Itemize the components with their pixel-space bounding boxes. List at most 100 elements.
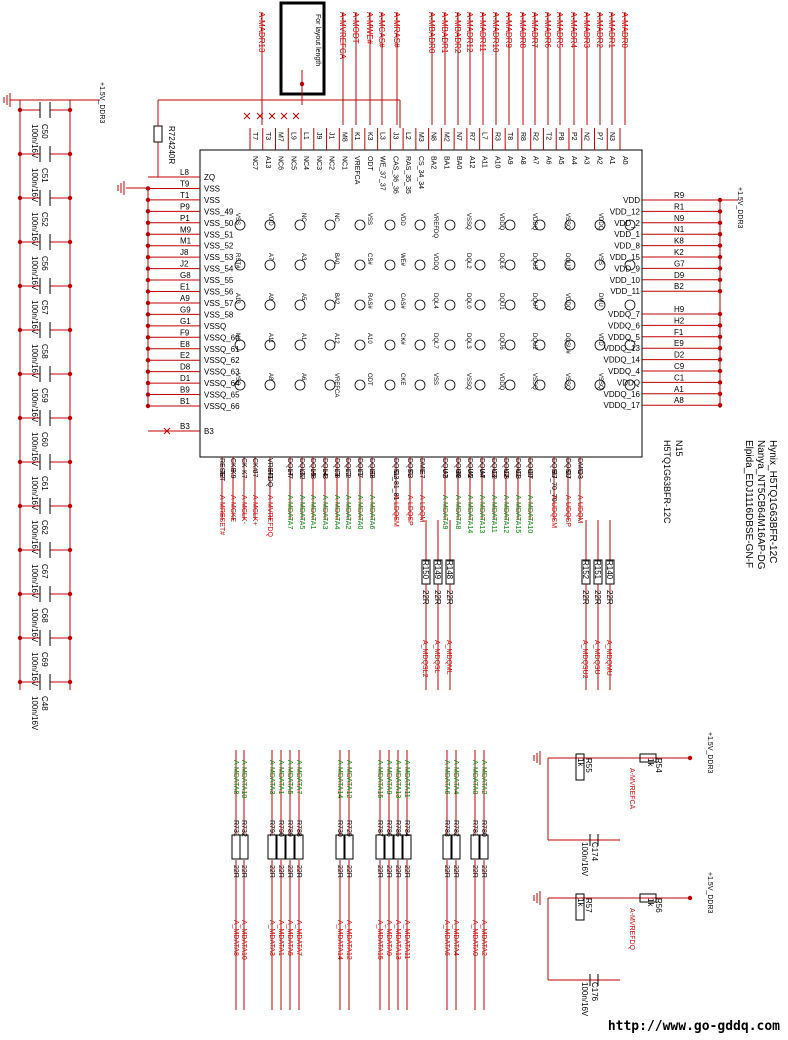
vref-net: A-MVREFDQ <box>628 908 635 951</box>
ball-name: A9 <box>267 293 273 301</box>
top-pin-number: M7 <box>277 132 284 142</box>
ball-name: VSSQ <box>531 373 537 390</box>
top-net-label: A-MADR8 <box>518 12 527 49</box>
chip-designator: N15 <box>674 440 684 457</box>
bottom-net-label: A-MDATA13 <box>478 495 485 533</box>
left-pin-name: VSSQ_64 <box>204 379 240 388</box>
right-pin-name: VDD_2 <box>614 219 640 228</box>
no-connect-mark <box>163 427 171 435</box>
top-pin-number: T7 <box>251 132 258 140</box>
ball-pad <box>354 259 366 271</box>
res-val: 22R <box>452 865 459 878</box>
cap-ref: C69 <box>40 652 49 667</box>
res-out-net: A_MDATA12 <box>345 920 352 960</box>
top-pin-name: BA1 <box>442 156 449 169</box>
ball-name: VDDQ <box>432 253 438 271</box>
resistor <box>344 834 354 860</box>
bottom-net-label: A-MDATA3 <box>321 495 328 529</box>
top-pin-number: L3 <box>379 132 386 140</box>
bottom-pin-number: H1 <box>266 470 273 479</box>
top-pin-name: A11 <box>481 156 488 168</box>
bottom-pin-number: E3 <box>368 470 375 479</box>
left-pin-name: VSSQ_63 <box>204 368 240 377</box>
resistor <box>153 125 163 143</box>
left-pin-number: L8 <box>180 168 189 177</box>
ball-name: A1 <box>300 333 306 341</box>
ball-pad <box>294 339 306 351</box>
bottom-pin-name: DQL4 <box>321 458 328 476</box>
left-pin-number: D8 <box>180 363 191 372</box>
left-pin-number: J2 <box>180 260 189 269</box>
ball-name: VSS <box>366 213 372 225</box>
ball-pad <box>594 219 606 231</box>
left-pin-name: VSS_58 <box>204 310 234 319</box>
res-in-net: A-MDATA2 <box>480 760 487 794</box>
ball-name: VSSQ <box>597 373 603 390</box>
cap-ref: C56 <box>40 256 49 271</box>
bottom-pin-number: F7 <box>356 470 363 478</box>
res-val: 22R <box>421 590 430 605</box>
top-pin-name: A5 <box>557 156 564 165</box>
top-pin-number: R7 <box>468 132 475 141</box>
bottom-pin-name: DQU2 <box>502 458 509 478</box>
top-pin-name: A8 <box>519 156 526 165</box>
cap-val: 100n/16V <box>30 212 39 247</box>
top-pin-name: CAS_36_36 <box>391 156 398 194</box>
cap-val: 100n/16V <box>30 476 39 511</box>
bottom-pin-name: DQU3 <box>490 458 497 478</box>
res-val: 22R <box>268 865 275 878</box>
resistor <box>285 834 295 860</box>
ball-pad <box>294 219 306 231</box>
res-net: A_MDQMU <box>605 640 612 676</box>
top-net-label: A-MBADR1 <box>440 12 449 54</box>
ball-name: DQL4 <box>432 293 438 309</box>
top-pin-number: T2 <box>544 132 551 140</box>
top-net-label: A-MADR4 <box>569 12 578 49</box>
ball-name: A10 <box>366 333 372 344</box>
top-pin-number: R2 <box>532 132 539 141</box>
top-net-label: A-MADR3 <box>582 12 591 49</box>
ball-name: A13 <box>234 293 240 304</box>
bottom-net-label: A-LDQSM <box>392 495 399 527</box>
right-pin-number: A8 <box>674 396 684 405</box>
ball-pad <box>534 299 546 311</box>
ball-name: VSSQ <box>564 373 570 390</box>
right-pin-name: VDDQ_17 <box>604 401 641 410</box>
ball-name: VDD <box>597 333 603 346</box>
res-val: 22R <box>385 865 392 878</box>
bottom-pin-name: DQSL_81_81 <box>392 458 399 501</box>
left-pin-number: G8 <box>180 271 191 280</box>
ball-name: DQU2 <box>531 333 537 350</box>
left-pin-number: P9 <box>180 202 190 211</box>
bottom-pin-number: C3 <box>514 470 521 479</box>
left-pin-name: VSS_53 <box>204 253 234 262</box>
vref-res-val: 1k <box>646 758 655 767</box>
top-net-label: A-MADR9 <box>504 12 513 49</box>
top-pin-name: NC5 <box>289 156 296 170</box>
ball-name: DQU5 <box>531 253 537 270</box>
ball-name: NC <box>333 213 339 222</box>
ball-name: DQU7 <box>531 293 537 310</box>
ball-pad <box>324 379 336 391</box>
left-pin-number: M1 <box>180 237 192 246</box>
top-net-label: A-MCAS# <box>377 12 386 48</box>
ball-name: A12 <box>333 333 339 344</box>
bottom-pin-number: H8 <box>309 470 316 479</box>
bottom-net-label: A-MDATA15 <box>514 495 521 533</box>
ball-pad <box>444 259 456 271</box>
ball-name: A11 <box>267 333 273 344</box>
top-pin-name: A12 <box>468 156 475 169</box>
ball-name: A5 <box>300 293 306 301</box>
bottom-pin-name: DQL3 <box>333 458 340 476</box>
ball-pad <box>384 259 396 271</box>
res-val: 22R <box>345 865 352 878</box>
right-pin-name: VDD_8 <box>614 242 640 251</box>
res-in-net: A-MDATA3 <box>268 760 275 794</box>
ball-pad <box>594 259 606 271</box>
power-label: +1.5V_DDR3 <box>706 872 713 914</box>
left-pin-name: ZQ <box>204 173 215 182</box>
left-pin-name: VSS_56 <box>204 288 234 297</box>
ball-name: DQU3 <box>564 253 570 270</box>
right-pin-number: B2 <box>674 282 684 291</box>
bottom-pin-name: DQSU_70_70 <box>550 458 557 502</box>
